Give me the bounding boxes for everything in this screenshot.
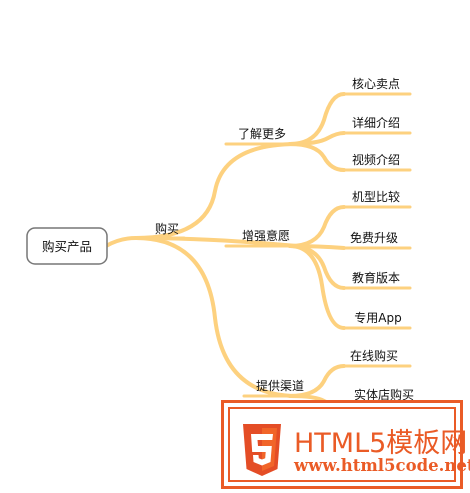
leaf-education-edition[interactable]: 教育版本 (352, 270, 400, 285)
purchase-node-label[interactable]: 购买 (155, 221, 179, 236)
watermark-title: HTML5模板网 (294, 428, 468, 459)
leaf-free-upgrade[interactable]: 免费升级 (350, 230, 398, 245)
leaf-video-intro[interactable]: 视频介绍 (352, 152, 400, 167)
root-node-label: 购买产品 (42, 239, 92, 254)
leaf-dedicated-app[interactable]: 专用App (354, 310, 401, 325)
increase-willingness-node-label[interactable]: 增强意愿 (242, 228, 290, 243)
leaf-store-purchase[interactable]: 实体店购买 (354, 387, 414, 402)
watermark-url: www.html5code.net (294, 456, 470, 475)
provide-channels-node-label[interactable]: 提供渠道 (256, 378, 304, 393)
connector-root-to-purchase (104, 236, 138, 248)
leaf-detailed-intro[interactable]: 详细介绍 (352, 115, 400, 130)
html5-shield-icon (243, 424, 281, 476)
watermark-content: HTML5模板网 www.html5code.net (228, 407, 470, 482)
connector-purchase-to-provide-channels (134, 236, 299, 398)
connector-willingness-to-model-compare (288, 205, 346, 248)
leaf-core-selling-points[interactable]: 核心卖点 (352, 77, 400, 91)
leaf-online-purchase[interactable]: 在线购买 (350, 348, 398, 363)
leaf-model-compare[interactable]: 机型比较 (352, 189, 400, 204)
connector-willingness-to-dedicated-app (288, 244, 346, 330)
learn-more-node-label[interactable]: 了解更多 (238, 127, 286, 141)
connector-purchase-to-learn-more (134, 142, 299, 240)
connector-learn-more-to-video-intro (288, 142, 346, 172)
watermark-banner: HTML5模板网 www.html5code.net (221, 400, 470, 489)
root-node-box[interactable] (26, 227, 108, 265)
watermark-frame: HTML5模板网 www.html5code.net (224, 403, 470, 486)
